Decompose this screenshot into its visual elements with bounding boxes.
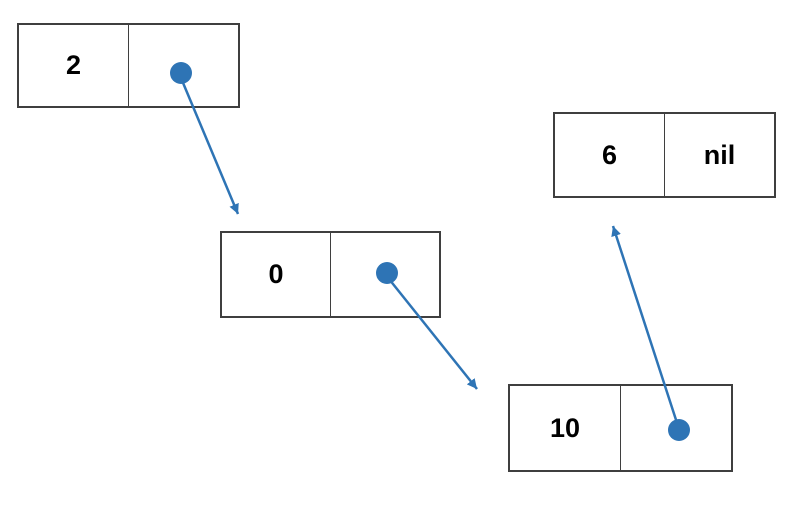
node-2-value: 0 bbox=[222, 233, 331, 316]
node-3-value: 10 bbox=[510, 386, 621, 470]
list-node-2: 0 bbox=[220, 231, 441, 318]
node-4-nil-label: nil bbox=[703, 139, 736, 170]
list-node-3: 10 bbox=[508, 384, 733, 472]
node-3-pointer-cell bbox=[621, 386, 731, 470]
node-2-pointer-cell bbox=[331, 233, 439, 316]
node-4-value: 6 bbox=[555, 114, 665, 196]
list-node-4: 6 nil bbox=[553, 112, 776, 198]
node-1-pointer-cell bbox=[129, 25, 238, 106]
list-node-1: 2 bbox=[17, 23, 240, 108]
node-1-value: 2 bbox=[19, 25, 129, 106]
